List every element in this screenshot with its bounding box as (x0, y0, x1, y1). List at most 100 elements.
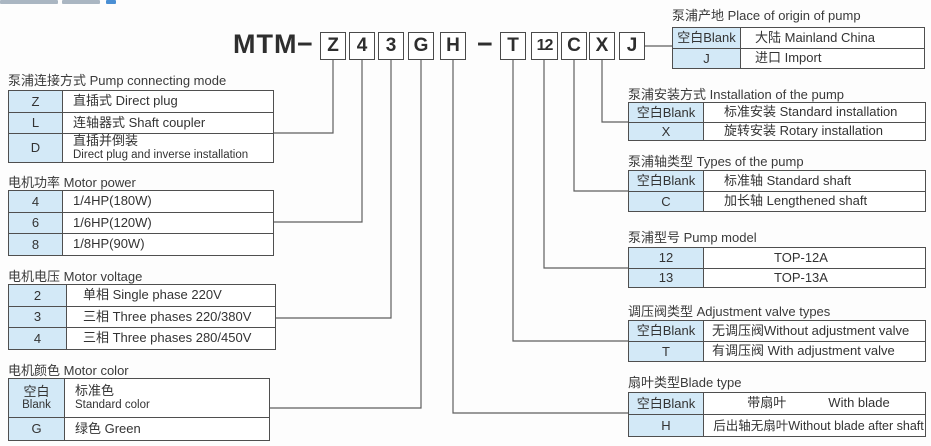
table-row: J 进口 Import (673, 48, 924, 68)
desc-line2: Standard color (75, 398, 150, 411)
header-motor-voltage: 电机电压 Motor voltage (8, 269, 143, 284)
table-row: G 绿色 Green (9, 417, 269, 440)
table-row: X 旋转安装 Rotary installation (629, 122, 925, 140)
table-blade-type: 空白Blank 带扇叶 With blade H 后出轴无扇叶 Without … (628, 392, 926, 437)
table-row: 8 1/8HP(90W) (9, 233, 273, 255)
code-line2: Blank (22, 398, 51, 411)
code-cell: 空白Blank (629, 171, 704, 191)
code-cell: 4 (9, 328, 67, 349)
desc-cell: 单相 Single phase 220V (83, 287, 222, 303)
cropped-text-artifact (0, 0, 116, 5)
code-cell: 空白 Blank (9, 379, 65, 417)
desc-cell: 直插并倒装 Direct plug and inverse installati… (63, 134, 273, 162)
connector-3 (276, 60, 392, 319)
desc-cell: 连轴器式 Shaft coupler (73, 114, 206, 130)
header-shaft-types: 泵浦轴类型 Types of the pump (628, 154, 804, 169)
table-row: 6 1/6HP(120W) (9, 212, 273, 233)
connector-z (274, 60, 334, 134)
dash-left: − (297, 29, 313, 59)
desc-cell: 标准安装 Standard installation (724, 104, 898, 120)
desc-line2: Direct plug and inverse installation (73, 148, 249, 161)
code-line1: 空白 (23, 384, 50, 400)
code-cell: J (673, 49, 741, 68)
desc-cell: TOP-12A (774, 249, 828, 265)
desc-cell: 旋转安装 Rotary installation (724, 123, 883, 139)
code-cell: T (629, 342, 704, 361)
code-cell: 2 (9, 285, 67, 306)
desc-cell: 标准轴 Standard shaft (724, 172, 852, 188)
model-prefix: MTM (233, 29, 298, 59)
header-pump-model: 泵浦型号 Pump model (628, 230, 757, 245)
table-motor-power: 4 1/4HP(180W) 6 1/6HP(120W) 8 1/8HP(90W) (8, 190, 274, 256)
code-box-t: T (500, 32, 526, 60)
desc-zh: 带扇叶 (747, 395, 787, 411)
table-shaft-types: 空白Blank 标准轴 Standard shaft C 加长轴 Lengthe… (628, 170, 926, 212)
code-box-j: J (619, 32, 645, 60)
code-cell: G (9, 418, 65, 440)
code-box-x: X (589, 32, 615, 60)
code-cell: Z (9, 91, 63, 112)
desc-line1: 标准色 (75, 383, 115, 399)
desc-cell: 有调压阀 With adjustment valve (712, 343, 895, 359)
code-cell: H (629, 415, 704, 436)
desc-cell: 标准色 Standard color (65, 379, 269, 417)
table-row: 空白Blank 标准安装 Standard installation (629, 103, 925, 122)
header-installation: 泵浦安装方式 Installation of the pump (628, 87, 845, 102)
table-row: 空白Blank 大陆 Mainland China (673, 28, 924, 48)
connector-x (601, 60, 628, 123)
table-row: 4 1/4HP(180W) (9, 191, 273, 212)
desc-en: With blade (828, 395, 890, 411)
code-cell: D (9, 134, 63, 162)
connector-4 (274, 60, 363, 223)
code-cell: 空白Blank (673, 28, 741, 48)
code-cell: L (9, 113, 63, 133)
table-adjustment-valve: 空白Blank 无调压阀Without adjustment valve T 有… (628, 320, 926, 362)
header-blade-type: 扇叶类型Blade type (628, 375, 742, 390)
table-row: 空白Blank 标准轴 Standard shaft (629, 171, 925, 191)
desc-cell: 1/6HP(120W) (73, 214, 152, 230)
desc-cell: 三相 Three phases 220/380V (83, 308, 252, 324)
code-cell: 空白Blank (629, 103, 704, 122)
code-cell: 空白Blank (629, 393, 704, 414)
desc-cell: 加长轴 Lengthened shaft (724, 193, 868, 209)
connector-c (573, 60, 628, 192)
table-row: 3 三相 Three phases 220/380V (9, 306, 275, 327)
table-motor-voltage: 2 单相 Single phase 220V 3 三相 Three phases… (8, 284, 276, 350)
code-box-12: 12 (531, 32, 558, 60)
desc-zh: 后出轴无扇叶 (713, 418, 789, 433)
dash-middle: − (477, 29, 493, 59)
code-cell: 6 (9, 213, 63, 233)
table-row: Z 直插式 Direct plug (9, 91, 273, 112)
table-row: 2 单相 Single phase 220V (9, 285, 275, 306)
desc-cell: 直插式 Direct plug (73, 93, 178, 109)
code-cell: 3 (9, 307, 67, 327)
code-cell: C (629, 192, 704, 211)
desc-cell: 进口 Import (755, 50, 822, 66)
code-cell: 空白Blank (629, 321, 704, 341)
table-row: 空白Blank 带扇叶 With blade (629, 393, 925, 414)
desc-line1: 直插并倒装 (73, 133, 139, 149)
desc-cell: 后出轴无扇叶 Without blade after shaft (704, 415, 925, 436)
header-adjustment-valve: 调压阀类型 Adjustment valve types (628, 304, 831, 319)
code-box-g: G (408, 32, 434, 60)
connector-g (270, 60, 422, 409)
header-motor-power: 电机功率 Motor power (8, 175, 136, 190)
table-row: 13 TOP-13A (629, 268, 925, 287)
table-pump-connecting-mode: Z 直插式 Direct plug L 连轴器式 Shaft coupler D… (8, 90, 274, 163)
table-row: 空白 Blank 标准色 Standard color (9, 379, 269, 417)
table-row: 12 TOP-12A (629, 248, 925, 268)
code-box-4: 4 (349, 32, 375, 60)
desc-cell: 三相 Three phases 280/450V (83, 330, 252, 346)
code-cell: 8 (9, 234, 63, 255)
table-row: C 加长轴 Lengthened shaft (629, 191, 925, 211)
code-box-z: Z (320, 32, 346, 60)
code-box-h: H (440, 32, 466, 60)
table-row: 4 三相 Three phases 280/450V (9, 327, 275, 349)
desc-cell: 带扇叶 With blade (704, 393, 925, 414)
code-cell: X (629, 123, 704, 140)
table-row: T 有调压阀 With adjustment valve (629, 341, 925, 361)
table-row: D 直插并倒装 Direct plug and inverse installa… (9, 133, 273, 162)
desc-cell: TOP-13A (774, 269, 828, 285)
desc-cell: 1/8HP(90W) (73, 236, 145, 252)
